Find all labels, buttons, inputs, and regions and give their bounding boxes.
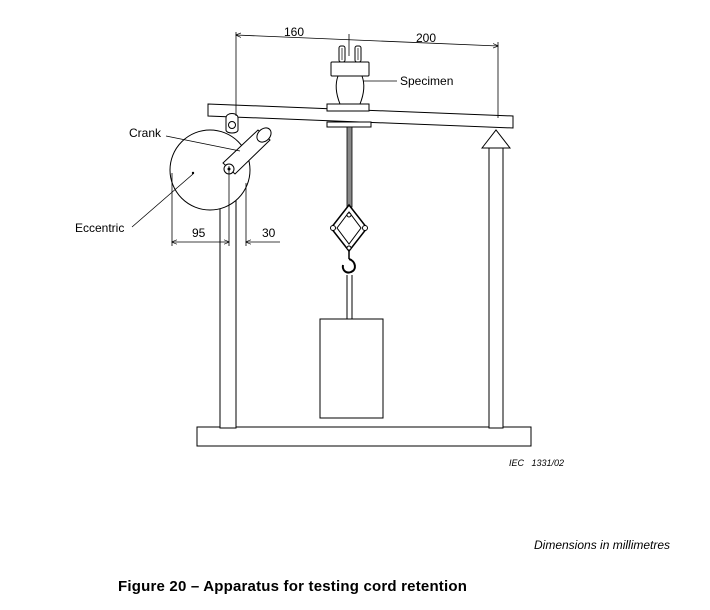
dimension-label-30: 30 bbox=[262, 226, 276, 240]
left-post bbox=[219, 169, 237, 429]
dimension-label-200: 200 bbox=[416, 31, 436, 45]
top-dimension: 160 200 bbox=[236, 25, 498, 118]
eccentric-dimension: 95 bbox=[172, 166, 229, 246]
weight-clamp bbox=[330, 203, 368, 253]
eccentric-label: Eccentric bbox=[75, 221, 124, 235]
dimension-label-95: 95 bbox=[192, 226, 206, 240]
gap-dimension: 30 bbox=[246, 226, 280, 242]
specimen-label: Specimen bbox=[400, 74, 453, 88]
eccentric-disc bbox=[169, 129, 251, 211]
cord bbox=[346, 126, 353, 208]
crank-label: Crank bbox=[129, 126, 162, 140]
specimen-plug bbox=[326, 45, 370, 112]
base-plate bbox=[196, 426, 532, 447]
beam-pivot-pin bbox=[225, 113, 239, 134]
units-note: Dimensions in millimetres bbox=[534, 538, 671, 552]
cord-clamp bbox=[326, 121, 372, 128]
dimension-label-160: 160 bbox=[284, 25, 304, 39]
hook bbox=[341, 250, 356, 319]
eccentric-leader bbox=[131, 173, 194, 228]
lever-beam bbox=[207, 103, 514, 129]
crank-leader bbox=[165, 135, 241, 152]
iec-reference: IEC 1331/02 bbox=[509, 458, 564, 468]
hanging-weight bbox=[319, 318, 384, 419]
figure-caption: Figure 20 – Apparatus for testing cord r… bbox=[118, 578, 468, 595]
right-pivot-post bbox=[480, 129, 512, 429]
